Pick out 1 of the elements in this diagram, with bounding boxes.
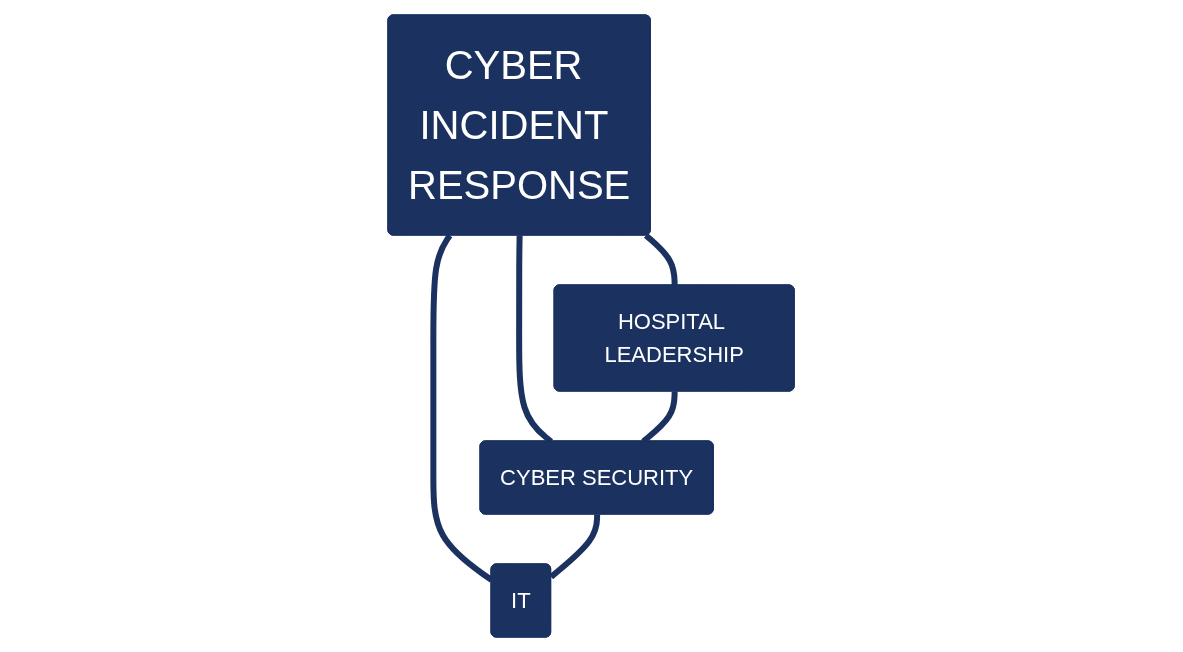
connector: [644, 233, 679, 286]
